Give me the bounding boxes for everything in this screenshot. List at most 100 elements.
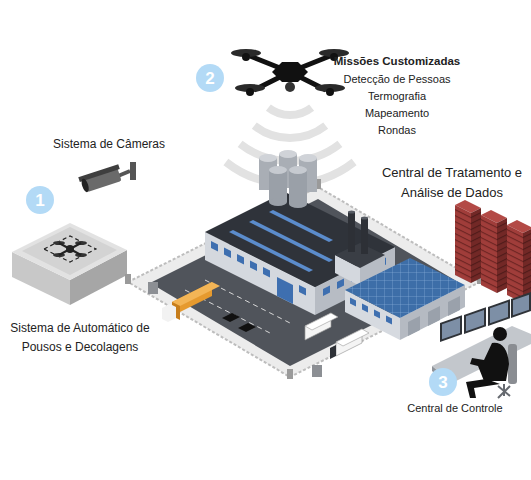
window <box>211 241 218 252</box>
dock-door <box>428 306 440 326</box>
signal-arc <box>268 108 311 115</box>
mission-item: Termografia <box>317 90 477 103</box>
vehicles <box>162 282 369 359</box>
window <box>224 248 231 259</box>
mission-item: Rondas <box>317 124 477 137</box>
window <box>299 285 306 296</box>
mission-item: Detecção de Pessoas <box>317 73 477 86</box>
factory-lot <box>125 179 483 379</box>
silo-top <box>279 150 297 158</box>
callout-circle: 1 <box>26 186 54 214</box>
monitor-frame <box>488 299 510 326</box>
station-lid <box>22 227 117 275</box>
mission-item: Mapeamento <box>317 107 477 120</box>
monitor-screen <box>513 295 529 316</box>
drone-camera <box>285 82 295 92</box>
landing-pad-mark <box>44 236 96 262</box>
component-label: Sistema de Câmeras <box>39 137 179 151</box>
operator-head <box>493 327 507 341</box>
rack-front <box>455 205 471 283</box>
signal-arc <box>254 126 325 138</box>
small-drone-arms <box>59 243 81 255</box>
silo-top <box>259 154 277 162</box>
car <box>238 323 256 332</box>
monitor-screen <box>466 310 484 331</box>
callout-circle: 2 <box>196 64 224 92</box>
window <box>263 267 270 278</box>
window <box>237 254 244 265</box>
camera-wall-plate <box>130 162 136 180</box>
chimney-top <box>348 211 355 214</box>
truck-cab <box>330 345 336 359</box>
callout-number: 2 <box>205 70 214 87</box>
truck-top <box>305 313 338 330</box>
drone-motor <box>326 88 334 96</box>
rack-side <box>471 208 481 283</box>
solar-roof <box>345 258 465 318</box>
camera-lens <box>80 178 90 193</box>
small-drone-body <box>66 245 74 253</box>
truck-cab <box>162 304 176 322</box>
chimney-top <box>361 217 368 220</box>
dock-door <box>448 296 460 316</box>
truck-top <box>336 329 369 346</box>
monitor-screen <box>442 318 460 339</box>
drone-body <box>272 62 308 82</box>
server-racks <box>455 200 531 303</box>
chimney <box>348 212 355 252</box>
silo-top <box>289 166 307 174</box>
window <box>350 298 356 307</box>
skylight <box>269 210 333 242</box>
chair-base <box>498 384 510 398</box>
drone-motor <box>246 88 254 96</box>
window <box>362 304 368 313</box>
callout-number: 1 <box>35 192 44 209</box>
operator-body <box>470 343 509 381</box>
component-label: Central de Tratamento e Análise de Dados <box>372 163 531 203</box>
monitor-frame <box>440 315 462 342</box>
window <box>337 279 344 290</box>
monitor-frame <box>464 307 486 334</box>
annex-roof <box>335 243 385 268</box>
window <box>250 261 257 272</box>
fence-post <box>125 274 131 284</box>
station-top <box>12 223 127 280</box>
window <box>323 286 330 297</box>
component-label: Sistema de Automático de Pousos e Decola… <box>0 319 160 356</box>
silo-top <box>269 166 287 174</box>
fence-post <box>287 369 293 379</box>
car <box>222 313 240 322</box>
drone <box>231 49 349 96</box>
window <box>386 316 392 325</box>
camera-arm <box>118 171 130 176</box>
control-center <box>432 292 531 398</box>
rack-front <box>481 215 497 293</box>
chair-back <box>508 344 517 384</box>
guard-booth <box>312 365 322 377</box>
silo <box>289 170 307 204</box>
callout-number: 3 <box>438 374 447 391</box>
security-camera <box>78 162 136 193</box>
mission-title: Missões Customizadas <box>317 55 477 69</box>
skylight <box>229 230 313 272</box>
rack-side <box>523 228 531 303</box>
silo-base <box>269 198 287 206</box>
landing-station <box>12 223 127 305</box>
container-top <box>172 282 220 306</box>
rack-side <box>497 218 507 293</box>
silos <box>259 150 317 208</box>
callout-circle: 3 <box>429 368 457 396</box>
lot-ground <box>128 187 480 377</box>
warehouse <box>345 258 465 340</box>
rack-front <box>507 225 523 303</box>
fence <box>128 187 480 377</box>
door <box>277 277 293 304</box>
monitor-screen <box>490 302 508 323</box>
monitor-frame <box>511 292 531 318</box>
guard-booth <box>148 282 158 294</box>
window <box>374 310 380 319</box>
silo-top <box>299 154 317 162</box>
component-label: Central de Controle <box>390 402 520 415</box>
chimney <box>361 218 368 254</box>
